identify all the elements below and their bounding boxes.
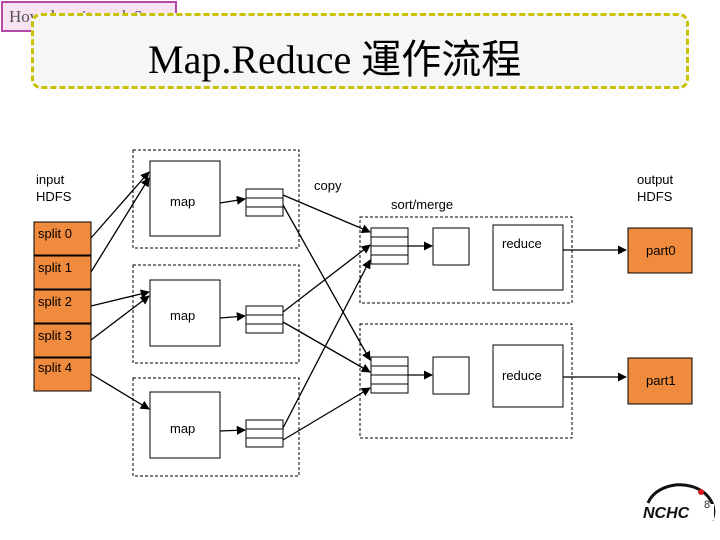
output-label-line1: output [637,172,674,187]
split-label-0: split 0 [38,226,72,241]
map-label-3: map [170,421,195,436]
split0-to-map1-arrow [90,171,150,239]
page-title: Map.Reduce 運作流程 [148,37,522,82]
reduce-buffer-1 [370,227,409,265]
split3-to-map2-arrow [90,295,150,341]
split-label-3: split 3 [38,328,72,343]
reduce-task-1 [492,224,564,291]
reduce-label-2: reduce [502,368,542,383]
nchc-logo: NCHC [643,483,716,522]
map-task-2 [149,279,221,347]
reduce-container-2 [359,323,573,439]
output-part1-label: part1 [646,373,676,388]
copy-arrow-m1-r1 [282,194,371,233]
reduce-buffer-2 [370,356,409,394]
split-box-3 [33,323,92,358]
copy-arrow-m1-r2 [282,204,371,361]
input-label-line2: HDFS [36,189,72,204]
map-container-1 [132,149,300,249]
output-label-line2: HDFS [637,189,673,204]
output-part1-box [627,357,693,405]
map-buffer-2 [245,305,284,334]
copy-arrow-m3-r1 [282,259,371,429]
input-label-line1: input [36,172,65,187]
split-label-2: split 2 [38,294,72,309]
output-part0-box [627,227,693,274]
map-label-2: map [170,308,195,323]
split-box-1 [33,255,92,290]
split-box-0 [33,221,92,256]
copy-arrow-m3-r2 [282,387,371,441]
map-label-1: map [170,194,195,209]
reduce-label-1: reduce [502,236,542,251]
map-task-3 [149,391,221,459]
split2-to-map2-arrow [90,289,150,307]
copy-arrow-m2-r1 [282,244,371,313]
split-label-1: split 1 [38,260,72,275]
split-box-2 [33,289,92,324]
sort-merge-label: sort/merge [391,197,453,212]
sorted-buffer-1 [432,227,470,266]
output-part0-label: part0 [646,243,676,258]
map-container-3 [132,377,300,477]
map-container-2 [132,264,300,364]
page-number: 8 [704,499,710,511]
title-box [31,13,689,89]
logo-dot [698,489,704,495]
reduce-task-2 [492,344,564,408]
copy-arrow-m2-r2 [282,321,371,373]
logo-text: NCHC [643,505,690,522]
input-splits: split 0 split 1 split 2 split 3 split 4 [33,221,92,392]
split4-to-map3-arrow [90,373,150,410]
map2-to-buffer-arrow [219,312,246,322]
split-box-4 [33,357,92,392]
map3-to-buffer-arrow [219,425,246,435]
map-buffer-3 [245,419,284,448]
map-buffer-1 [245,188,284,217]
map-task-1 [149,160,221,237]
reduce-container-1 [359,216,573,304]
sorted-buffer-2 [432,356,470,395]
map1-to-buffer-arrow [219,195,246,205]
copy-label: copy [314,178,342,193]
split1-to-map1-arrow [90,177,150,273]
split-label-4: split 4 [38,360,72,375]
